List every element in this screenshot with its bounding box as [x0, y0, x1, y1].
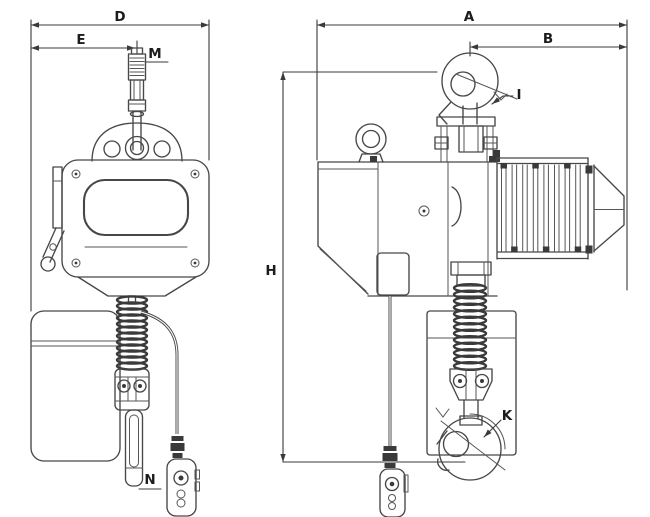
- top-suspension-bracket: [434, 116, 498, 163]
- strain-relief-spring-side: [452, 283, 488, 372]
- top-hook-side: [438, 52, 518, 125]
- pendant-control-front: [166, 436, 200, 517]
- hoist-body-front: [40, 159, 210, 297]
- bottom-hook-side: [435, 407, 506, 481]
- strain-relief-spring-front: [115, 295, 149, 371]
- pendant-control-side: [379, 446, 409, 517]
- cable-gland-box: [376, 252, 410, 296]
- side-chain-assembly: [435, 261, 506, 481]
- bottom-hook-block-side: [449, 368, 493, 401]
- dim-label-d: D: [114, 9, 125, 25]
- pendant-button: [388, 502, 396, 510]
- eye-bolt: [355, 123, 387, 163]
- pendant-button: [384, 476, 400, 492]
- side-label-bottom-hook: K: [483, 408, 513, 438]
- front-label-top-fixture: M: [144, 46, 169, 63]
- front-view: D E M: [30, 9, 210, 517]
- dim-label-h: H: [265, 263, 276, 279]
- hook-safety-latch: [435, 407, 450, 418]
- dim-label-k: K: [502, 408, 513, 424]
- pendant-button: [176, 489, 186, 499]
- motor-end-cap: [585, 157, 625, 260]
- front-chain-assembly: [114, 295, 150, 487]
- side-label-top-hook: I: [491, 87, 522, 105]
- dim-label-e: E: [76, 32, 85, 48]
- hoist-body-side: [317, 150, 500, 297]
- motor-cooling-fins: [500, 163, 582, 253]
- pendant-cable-front: [140, 310, 179, 434]
- front-dimension-overall-width: D: [30, 9, 210, 312]
- side-dimension-headroom: H: [265, 71, 466, 463]
- chain-bag: [30, 310, 121, 462]
- side-lug: [52, 166, 63, 229]
- dim-label-i: I: [516, 87, 521, 103]
- inspection-window: [82, 178, 190, 237]
- bottom-hook-block-front: [114, 368, 150, 411]
- front-label-bottom-fixture: N: [138, 472, 162, 490]
- chain-end-stop: [124, 409, 144, 487]
- dim-label-b: B: [543, 31, 553, 47]
- pendant-button: [173, 470, 189, 486]
- side-view: A B H I: [265, 9, 628, 517]
- pendant-button: [176, 498, 186, 508]
- suspension-bracket: [91, 122, 183, 162]
- side-dimension-overall-length: A: [316, 9, 628, 291]
- dim-label-a: A: [464, 9, 475, 25]
- motor: [496, 157, 625, 260]
- pendant-button: [388, 494, 396, 502]
- dim-label-n: N: [144, 472, 155, 488]
- dim-label-m: M: [148, 46, 161, 62]
